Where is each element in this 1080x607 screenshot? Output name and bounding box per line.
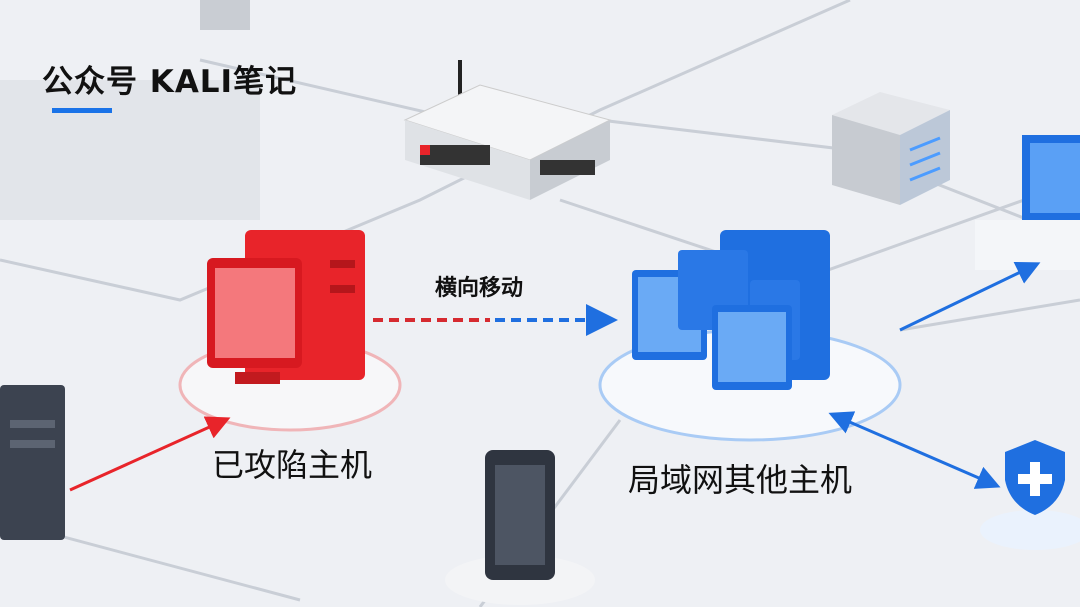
server-icon (0, 385, 65, 540)
desktop-icon (975, 135, 1080, 270)
compromised-host (178, 230, 402, 432)
brand-underline (52, 108, 112, 113)
attack-arrow (69, 416, 231, 492)
background-panel (0, 80, 260, 220)
bidirectional-arrow (828, 411, 1001, 489)
router-icon (403, 60, 612, 200)
compromised-host-label: 已攻陷主机 (212, 446, 373, 484)
lateral-movement-label: 横向移动 (435, 276, 524, 301)
brand-title: 公众号 KALI笔记 (42, 64, 298, 100)
lan-hosts (598, 230, 902, 442)
server-icon (832, 92, 950, 205)
other-lan-hosts-label: 局域网其他主机 (628, 461, 853, 499)
link-arrow (899, 261, 1041, 332)
shield-icon (980, 440, 1080, 550)
background-device (200, 0, 250, 30)
server-icon (445, 450, 595, 605)
